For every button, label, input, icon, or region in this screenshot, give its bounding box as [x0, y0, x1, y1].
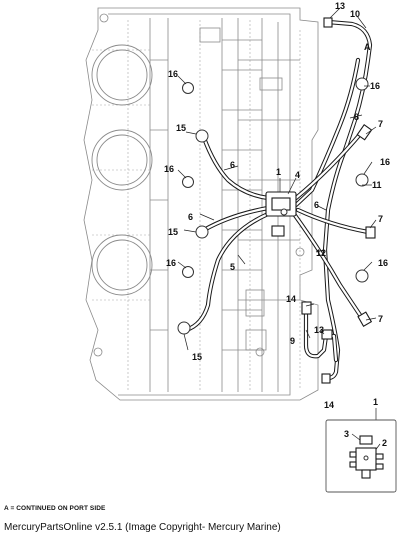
callout-13: 13 [335, 1, 345, 11]
callout-A: A [364, 42, 371, 52]
callout-16: 16 [166, 258, 176, 268]
callout-13: 13 [314, 325, 324, 335]
callout-3: 3 [344, 429, 349, 439]
callout-14: 14 [324, 400, 334, 410]
callout-4: 4 [295, 170, 300, 180]
hose-7-middle [295, 207, 371, 235]
callout-8: 8 [354, 112, 359, 122]
callout-7: 7 [378, 314, 383, 324]
callout-11: 11 [372, 180, 382, 190]
callout-9: 9 [290, 336, 295, 346]
callout-7: 7 [378, 214, 383, 224]
callout-6: 6 [188, 212, 193, 222]
hose-assembly [183, 19, 373, 381]
callout-14: 14 [286, 294, 296, 304]
callout-16: 16 [164, 164, 174, 174]
fittings-15 [177, 129, 209, 335]
callout-15: 15 [192, 352, 202, 362]
fittings-7 [321, 17, 376, 384]
engine-block [83, 7, 319, 401]
distribution-block [265, 191, 297, 237]
callout-15: 15 [168, 227, 178, 237]
callout-10: 10 [350, 9, 360, 19]
callout-16: 16 [168, 69, 178, 79]
callout-6: 6 [314, 200, 319, 210]
callout-2: 2 [382, 438, 387, 448]
inset-detail: 1 3 2 [325, 397, 397, 493]
bolts-16 [182, 77, 369, 283]
leader-lines [177, 7, 377, 351]
callout-15: 15 [176, 123, 186, 133]
callout-7: 7 [378, 119, 383, 129]
callout-labels: 13 10 A 16 16 8 7 15 6 1 4 16 16 11 6 6 … [164, 1, 390, 410]
callout-16: 16 [370, 81, 380, 91]
callout-5: 5 [230, 262, 235, 272]
callout-16: 16 [380, 157, 390, 167]
callout-1: 1 [276, 167, 281, 177]
hose-6-upper [201, 135, 271, 201]
callout-1-inset: 1 [373, 397, 378, 407]
image-credit: MercuryPartsOnline v2.5.1 (Image Copyrig… [4, 522, 281, 533]
callout-6: 6 [230, 160, 235, 170]
callout-12: 12 [316, 248, 326, 258]
footnote: A = CONTINUED ON PORT SIDE [4, 505, 106, 512]
fittings-13-14 [301, 301, 333, 340]
callout-16: 16 [378, 258, 388, 268]
